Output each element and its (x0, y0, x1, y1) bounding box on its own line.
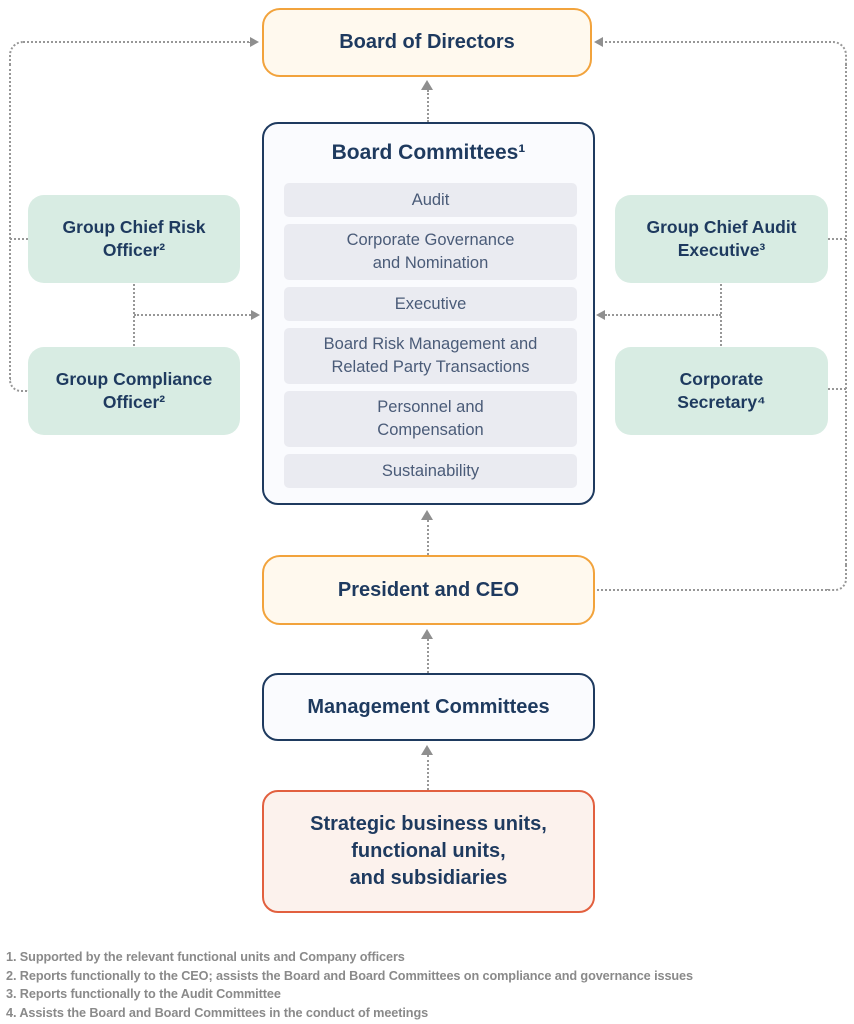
connector-midleft-horizontal (134, 314, 251, 316)
connector-right-top (605, 41, 847, 65)
footnote-2: 2. Reports functionally to the CEO; assi… (6, 968, 693, 983)
strategic-units-box: Strategic business units, functional uni… (262, 790, 595, 913)
group-compliance-officer-box: Group Compliance Officer² (28, 347, 240, 435)
arrow-left-icon (594, 37, 603, 47)
arrow-up-icon (421, 80, 433, 90)
connector-committees-to-board (427, 90, 431, 122)
connector-mgmt-to-ceo (427, 639, 431, 673)
committee-item-executive: Executive (284, 287, 577, 321)
president-and-ceo-box: President and CEO (262, 555, 595, 625)
connector-midright-vertical (720, 284, 724, 346)
connector-stub-corporate-secretary (828, 388, 846, 390)
connector-midright-horizontal (605, 314, 721, 316)
connector-stub-risk-officer (10, 238, 28, 240)
connector-ceo-right (597, 589, 827, 591)
connector-stub-audit-executive (828, 238, 846, 240)
committee-item-governance-nomination: Corporate Governance and Nomination (284, 224, 577, 280)
board-of-directors-box: Board of Directors (262, 8, 592, 77)
board-committees-box: Board Committees¹ Audit Corporate Govern… (262, 122, 595, 505)
committee-item-sustainability: Sustainability (284, 454, 577, 488)
connector-left-top (9, 41, 251, 65)
group-chief-audit-executive-box: Group Chief Audit Executive³ (615, 195, 828, 283)
connector-left-bottom (9, 378, 30, 392)
arrow-up-icon (421, 745, 433, 755)
group-chief-risk-officer-box: Group Chief Risk Officer² (28, 195, 240, 283)
arrow-right-icon (250, 37, 259, 47)
management-committees-box: Management Committees (262, 673, 595, 741)
committee-item-risk-related-party: Board Risk Management and Related Party … (284, 328, 577, 384)
board-committees-title: Board Committees¹ (331, 141, 526, 164)
committee-item-personnel-compensation: Personnel and Compensation (284, 391, 577, 447)
connector-units-to-mgmt (427, 755, 431, 790)
connector-right-vertical (845, 64, 849, 565)
corporate-secretary-box: Corporate Secretary⁴ (615, 347, 828, 435)
connector-left-vertical (9, 64, 13, 379)
arrow-left-icon (596, 310, 605, 320)
footnote-3: 3. Reports functionally to the Audit Com… (6, 987, 281, 1001)
footnotes: 1. Supported by the relevant functional … (6, 948, 846, 1022)
board-committees-list: Audit Corporate Governance and Nominatio… (284, 183, 577, 488)
connector-ceo-to-committees (427, 520, 431, 555)
footnote-1: 1. Supported by the relevant functional … (6, 950, 405, 964)
arrow-right-icon (251, 310, 260, 320)
connector-right-bottom (826, 565, 847, 591)
arrow-up-icon (421, 510, 433, 520)
committee-item-audit: Audit (284, 183, 577, 217)
footnote-4: 4. Assists the Board and Board Committee… (6, 1005, 429, 1020)
arrow-up-icon (421, 629, 433, 639)
